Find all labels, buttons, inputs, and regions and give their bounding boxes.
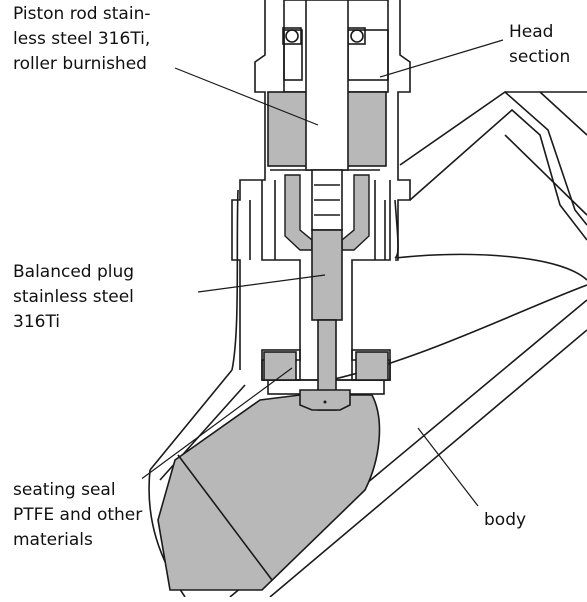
body-lower-inner-wall	[269, 329, 587, 598]
seating-seal-part	[157, 394, 381, 591]
body-upper-wall	[399, 90, 587, 226]
balanced-plug	[263, 174, 389, 411]
piston-left	[267, 91, 309, 167]
body-flange-line-2	[539, 91, 587, 136]
o-ring-left	[285, 29, 299, 43]
plug-seat-left	[263, 351, 297, 381]
label-seating-seal-line-1: seating seal	[13, 480, 116, 500]
leader-body	[417, 427, 479, 507]
plug-funnel-right	[341, 174, 370, 251]
body-left-wall	[149, 369, 233, 471]
label-balanced-plug-line-2: stainless steel	[13, 287, 134, 307]
plug-funnel-left	[284, 174, 313, 251]
leader-lines	[139, 39, 504, 507]
o-ring-seat-left	[282, 27, 302, 45]
piston-right	[345, 91, 387, 167]
piston-rod-upper	[305, 0, 349, 171]
label-head-section: Head section	[509, 20, 570, 70]
label-body-line-1: body	[484, 510, 527, 530]
leader-balanced-plug	[197, 274, 326, 293]
label-seating-seal-line-3: materials	[13, 530, 93, 550]
label-piston-rod-line-2: less steel 316Ti,	[13, 29, 151, 49]
label-seating-seal-line-2: PTFE and other	[13, 505, 143, 525]
body-upper-wall-inner	[409, 108, 587, 241]
leader-piston-rod	[174, 67, 319, 126]
piston-rod	[305, 0, 349, 231]
body-right-curve	[394, 253, 587, 281]
label-head-section-line-1: Head	[509, 22, 554, 42]
leader-head-section	[379, 39, 504, 78]
label-balanced-plug: Balanced plug stainless steel 316Ti	[13, 260, 134, 335]
seal-divider-line	[177, 454, 273, 581]
head-top-inner-right	[347, 29, 389, 81]
plug-seat-right	[355, 351, 389, 381]
label-piston-rod-line-1: Piston rod stain-	[13, 4, 151, 24]
label-body: body	[484, 508, 526, 533]
label-head-section-line-2: section	[509, 47, 571, 67]
label-balanced-plug-line-3: 316Ti	[13, 312, 61, 332]
plug-tip	[299, 389, 351, 411]
label-balanced-plug-line-1: Balanced plug	[13, 262, 135, 282]
body-flange-line-1	[504, 134, 587, 216]
head-housing-outer	[231, 0, 266, 370]
label-piston-rod: Piston rod stain- less steel 316Ti, roll…	[13, 2, 151, 77]
plug-stem	[311, 229, 343, 321]
o-ring-right	[350, 29, 364, 43]
plug-tip-dot	[323, 400, 327, 404]
body-seat-curve	[231, 189, 239, 371]
head-housing-outer-right	[395, 0, 411, 261]
leader-seating-seal	[139, 367, 293, 481]
label-seating-seal: seating seal PTFE and other materials	[13, 478, 143, 553]
label-piston-rod-line-3: roller burnished	[13, 54, 147, 74]
